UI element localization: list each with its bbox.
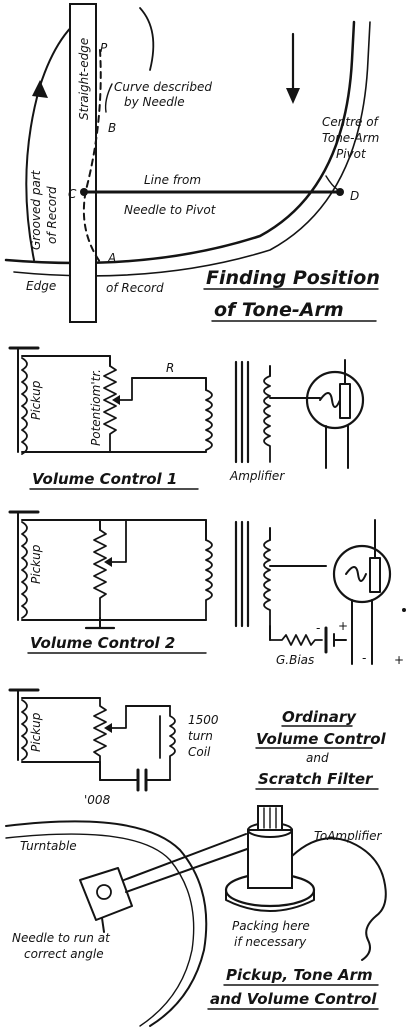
label-needle-2: correct angle: [24, 947, 104, 961]
pickup-coil: [21, 357, 28, 455]
label-to-amplifier: ToAmplifier: [314, 829, 383, 843]
label-a: A: [107, 251, 116, 265]
turntable-edge: [5, 820, 208, 1027]
label-minus-2: -: [362, 651, 366, 665]
label-potentiometer: Potentiom'tr.: [89, 369, 103, 446]
label-centre-3: Pivot: [336, 147, 367, 161]
pickup-head: [79, 867, 133, 921]
title-volume-control-2: Volume Control 2: [30, 634, 175, 652]
pot3-wiper: [109, 705, 127, 729]
potentiometer-2: [93, 529, 107, 619]
needle: [101, 917, 105, 933]
point-c-marker: [80, 188, 88, 196]
label-grooved-2: of Record: [45, 186, 59, 244]
pickup-coil-3: [21, 699, 28, 761]
figure-volume-control-1: Pickup Potentiom'tr. R Volume Control 1 …: [8, 346, 365, 490]
figure-tone-arm-position: P Straight-edge Curve described by Needl…: [4, 3, 380, 323]
label-packing-1: Packing here: [232, 919, 310, 933]
title-of-tone-arm: of Tone-Arm: [214, 299, 344, 321]
transformer-primary-2: [205, 539, 213, 621]
label-d: D: [350, 189, 359, 203]
label-b: B: [108, 121, 116, 135]
volume-control-body: [247, 829, 293, 889]
label-cap-value: '008: [84, 793, 111, 807]
label-r: R: [166, 361, 174, 375]
turntable-edge-inner: [5, 833, 195, 1027]
title-and-volume-control: and Volume Control: [210, 990, 377, 1008]
record-edge-arc-inner: [13, 21, 371, 277]
label-edge: Edge: [26, 279, 56, 293]
curve-pointer: [104, 83, 113, 113]
title-volume-control-1: Volume Control 1: [32, 470, 177, 488]
needle-curve-dashed: [82, 49, 102, 263]
label-packing-2: if necessary: [234, 935, 307, 949]
figure-scratch-filter: Pickup 1500 turn Coil '008 Ordinary Volu…: [8, 688, 387, 807]
pot-wiper: [117, 377, 133, 401]
label-needle-1: Needle to run at: [12, 931, 111, 945]
transformer-secondary: [263, 375, 271, 463]
label-line-from: Line from: [144, 173, 201, 187]
label-c: C: [68, 187, 77, 201]
figure-volume-control-2: Pickup Volume Control 2 G.Bias - + + -: [8, 510, 406, 667]
valve-envelope: [305, 370, 365, 430]
pot-wiper-arrow: [112, 395, 120, 405]
label-coil-3: Coil: [188, 745, 211, 759]
label-minus: -: [316, 621, 320, 635]
potentiometer: [103, 365, 117, 453]
terminal-dot: [402, 608, 406, 612]
pivot-base-rim: [225, 889, 315, 912]
label-curve-1: Curve described: [114, 80, 212, 94]
title-and: and: [306, 751, 329, 765]
label-grooved-1: Grooved part: [29, 169, 43, 250]
valve-filament: [319, 392, 341, 408]
figure-pickup-tone-arm: Turntable ToAmplifier Needle to run at c…: [5, 805, 387, 1027]
upper-curve: [139, 7, 155, 71]
label-p: P: [100, 41, 108, 55]
pickup-knob: [96, 884, 112, 900]
title-pickup-tone-arm: Pickup, Tone Arm: [226, 966, 373, 984]
pivot-pointer: [325, 175, 339, 191]
pot2-wiper: [109, 519, 127, 563]
title-ordinary: Ordinary: [282, 708, 357, 726]
label-of-record: of Record: [106, 281, 164, 295]
title-volume-control: Volume Control: [256, 730, 387, 748]
tone-arm-lower: [125, 847, 251, 893]
transformer-primary: [205, 389, 213, 453]
rotation-arrow-head: [286, 88, 300, 104]
potentiometer-3: [93, 697, 107, 763]
grooved-bracket-arrow: [32, 80, 48, 98]
label-plus-2: +: [394, 653, 404, 667]
valve-anode: [339, 383, 351, 419]
transformer-secondary-2: [263, 539, 271, 627]
valve2-envelope: [332, 544, 392, 604]
label-pickup-3: Pickup: [29, 712, 43, 752]
label-turntable: Turntable: [20, 839, 77, 853]
label-curve-2: by Needle: [124, 95, 185, 109]
label-coil-2: turn: [188, 729, 213, 743]
title-scratch-filter: Scratch Filter: [258, 770, 374, 788]
label-coil-1: 1500: [188, 713, 219, 727]
label-gbias: G.Bias: [276, 653, 314, 667]
label-centre-1: Centre of: [322, 115, 380, 129]
pickup-coil-2: [21, 521, 28, 619]
tone-arm-upper: [123, 833, 247, 881]
label-pickup-1: Pickup: [29, 380, 43, 420]
grooved-bracket-arc: [25, 11, 91, 261]
pot2-wiper-arrow: [104, 557, 112, 567]
valve2-anode: [369, 557, 381, 593]
pot3-wiper-arrow: [104, 723, 112, 733]
amplifier-lead: [291, 837, 387, 961]
filter-coil: [169, 705, 176, 781]
label-centre-2: Tone-Arm: [322, 131, 379, 145]
label-plus: +: [338, 619, 348, 633]
bias-resistor: [269, 634, 323, 646]
label-pickup-2: Pickup: [29, 544, 43, 584]
label-needle-to-pivot: Needle to Pivot: [124, 203, 217, 217]
title-finding-position: Finding Position: [206, 267, 380, 289]
valve2-filament: [345, 566, 367, 582]
label-straight-edge: Straight-edge: [77, 38, 91, 120]
label-amplifier: Amplifier: [229, 469, 285, 483]
